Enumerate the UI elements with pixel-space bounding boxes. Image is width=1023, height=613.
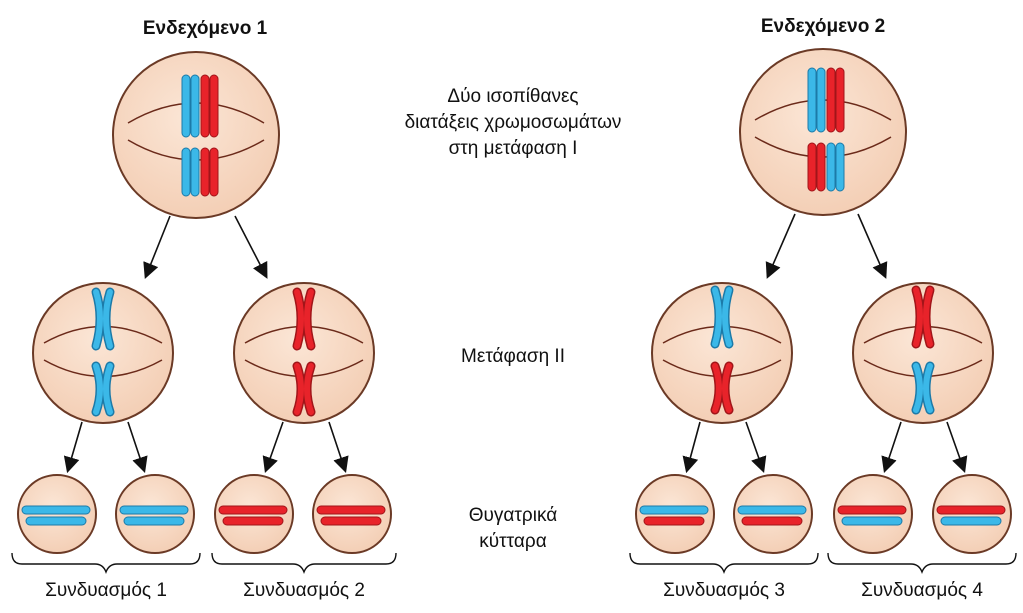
- daughter-cell-1a: [17, 474, 97, 554]
- combination-3-label: Συνδυασμός 3: [663, 580, 785, 601]
- arrow: [745, 421, 767, 474]
- scenario-2-metaphase2-cell-red-blue: [852, 282, 994, 424]
- scenario-2-title: Ενδεχόμενο 2: [760, 16, 886, 37]
- daughter-cell-3b: [733, 474, 813, 554]
- daughter-cells-caption: Θυγατρικά κύτταρα: [363, 503, 663, 555]
- daughter-cell-4b: [932, 474, 1012, 554]
- scenario-2-metaphase1-cell: [739, 48, 907, 216]
- combination-1-label: Συνδυασμός 1: [45, 580, 167, 601]
- scenario-1-metaphase2-cell-blue: [32, 282, 174, 424]
- arrow: [234, 215, 268, 279]
- arrow: [857, 213, 888, 279]
- metaphase1-caption-line-3: στη μετάφαση I: [448, 138, 578, 159]
- arrow: [143, 215, 171, 279]
- daughter-cell-3a: [635, 474, 715, 554]
- arrow: [328, 421, 349, 474]
- arrow: [765, 213, 796, 279]
- daughter-cell-2b: [312, 474, 392, 554]
- metaphase2-caption: Μετάφαση II: [461, 346, 565, 367]
- daughter-caption-line-1: Θυγατρικά: [468, 505, 558, 526]
- brace-combo-2: [211, 552, 397, 574]
- combination-4-label: Συνδυασμός 4: [861, 580, 983, 601]
- arrow: [946, 421, 968, 474]
- metaphase1-caption: Δύο ισοπίθανες διατάξεις χρωμοσωμάτων στ…: [363, 84, 663, 162]
- metaphase1-caption-line-1: Δύο ισοπίθανες: [447, 86, 579, 107]
- arrow: [63, 421, 83, 474]
- arrow: [881, 421, 902, 474]
- daughter-cell-2a: [214, 474, 294, 554]
- scenario-1-title: Ενδεχόμενο 1: [142, 18, 268, 39]
- brace-combo-4: [827, 552, 1017, 574]
- arrow: [127, 421, 148, 474]
- daughter-caption-line-2: κύτταρα: [479, 531, 547, 552]
- arrow: [682, 421, 701, 474]
- brace-combo-3: [629, 552, 819, 574]
- daughter-cell-1b: [115, 474, 195, 554]
- brace-combo-1: [11, 552, 201, 574]
- scenario-2-metaphase2-cell-blue-red: [651, 282, 793, 424]
- metaphase1-caption-line-2: διατάξεις χρωμοσωμάτων: [404, 112, 622, 133]
- arrow: [262, 421, 284, 474]
- daughter-cell-4a: [833, 474, 913, 554]
- scenario-1-metaphase1-cell: [112, 51, 280, 219]
- combination-2-label: Συνδυασμός 2: [243, 580, 365, 601]
- scenario-1-metaphase2-cell-red: [233, 282, 375, 424]
